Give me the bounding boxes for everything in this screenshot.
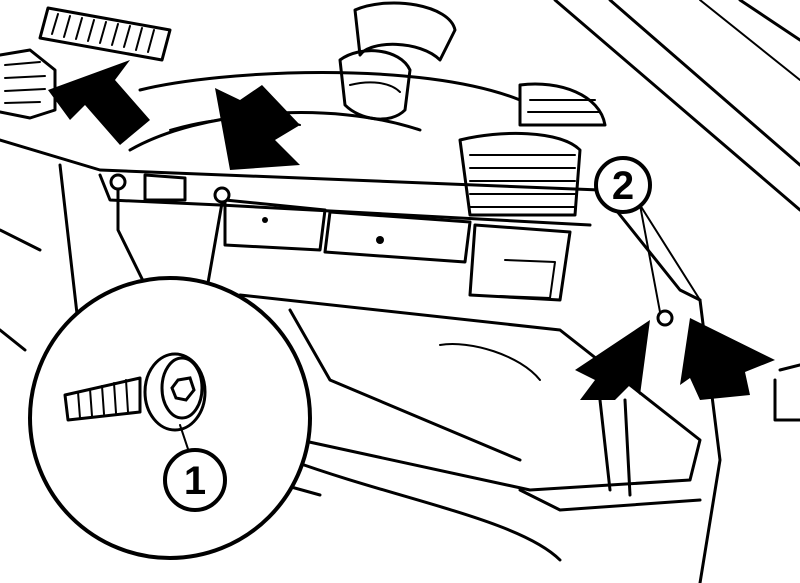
top-vent-grille — [38, 6, 172, 62]
arrow-icon-top-left — [48, 60, 150, 145]
arrow-icon-right — [680, 318, 775, 400]
callout-2-label: 2 — [612, 164, 634, 208]
callout-2: 2 — [594, 156, 652, 214]
screw-icon — [63, 352, 207, 432]
callout-1-label: 1 — [184, 459, 206, 503]
callout-2-leaders — [639, 204, 701, 313]
screw-hole-center — [213, 186, 231, 204]
center-vent — [458, 82, 607, 217]
center-console — [128, 1, 522, 152]
arrow-icon-top-center — [215, 85, 300, 170]
left-side-vent — [0, 48, 57, 120]
callout-1: 1 — [163, 448, 227, 512]
screw-hole-right — [656, 309, 674, 327]
screw-hole-left — [109, 173, 127, 191]
arrow-icon-bottom-right — [575, 320, 650, 400]
windshield-pillar — [553, 0, 800, 212]
screw-magnifier — [28, 276, 312, 560]
